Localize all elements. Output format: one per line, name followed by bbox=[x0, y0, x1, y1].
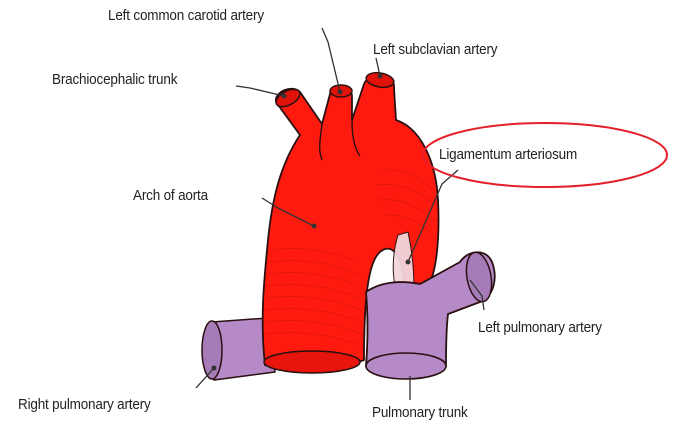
label-brachiocephalic-trunk: Brachiocephalic trunk bbox=[52, 71, 177, 88]
label-left-common-carotid-artery: Left common carotid artery bbox=[108, 7, 264, 24]
label-left-pulmonary-artery: Left pulmonary artery bbox=[478, 319, 602, 336]
leader-brachiocephalic bbox=[236, 86, 284, 96]
label-pulmonary-trunk: Pulmonary trunk bbox=[372, 404, 468, 421]
label-ligamentum-arteriosum: Ligamentum arteriosum bbox=[439, 146, 577, 163]
label-right-pulmonary-artery: Right pulmonary artery bbox=[18, 396, 151, 413]
label-left-subclavian-artery: Left subclavian artery bbox=[373, 41, 497, 58]
label-arch-of-aorta: Arch of aorta bbox=[133, 187, 208, 204]
leader-left-common-carotid bbox=[322, 28, 340, 92]
